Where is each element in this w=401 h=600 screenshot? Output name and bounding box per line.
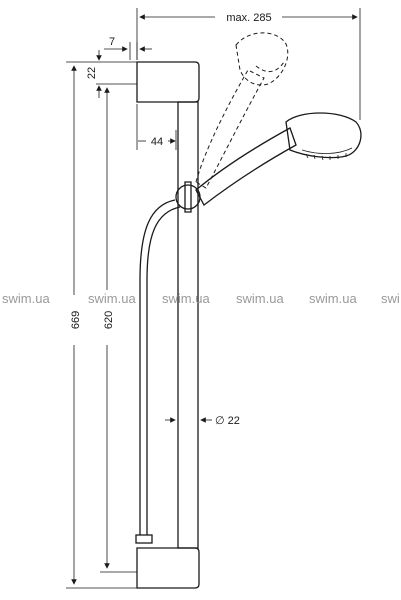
dimension-offset: 7 [104, 36, 152, 60]
width-max-label: max. 285 [226, 12, 271, 24]
dimension-hole-spacing: 620 [100, 87, 137, 573]
diameter-label: ∅ 22 [215, 415, 240, 427]
hand-shower-solid [195, 112, 362, 206]
total-height-label: 669 [70, 311, 82, 329]
watermark-text: swim.ua [2, 291, 50, 306]
bottom-wall-bracket [136, 547, 200, 589]
hand-shower-dashed [195, 32, 289, 189]
top-wall-bracket [136, 61, 200, 103]
watermark-text: swim.ua [309, 291, 357, 306]
top-gap-label: 22 [86, 67, 98, 79]
watermark-text: swi [381, 291, 400, 306]
watermark-text: swim.ua [236, 291, 284, 306]
watermark-row: swim.ua swim.ua swim.ua swim.ua swim.ua … [2, 291, 400, 306]
dimension-depth: 44 [136, 104, 177, 150]
watermark-text: swim.ua [162, 291, 210, 306]
shower-hose [135, 199, 181, 544]
dimension-total-height: 669 [66, 65, 137, 589]
dimension-diameter: ∅ 22 [165, 415, 240, 427]
dimension-width-max: max. 285 [136, 8, 361, 120]
shower-rail-bar [177, 101, 199, 549]
dimension-top-gap: 22 [66, 50, 137, 98]
depth-label: 44 [151, 136, 163, 148]
offset-label: 7 [109, 36, 115, 48]
watermark-text: swim.ua [88, 291, 136, 306]
hole-spacing-label: 620 [103, 311, 115, 329]
